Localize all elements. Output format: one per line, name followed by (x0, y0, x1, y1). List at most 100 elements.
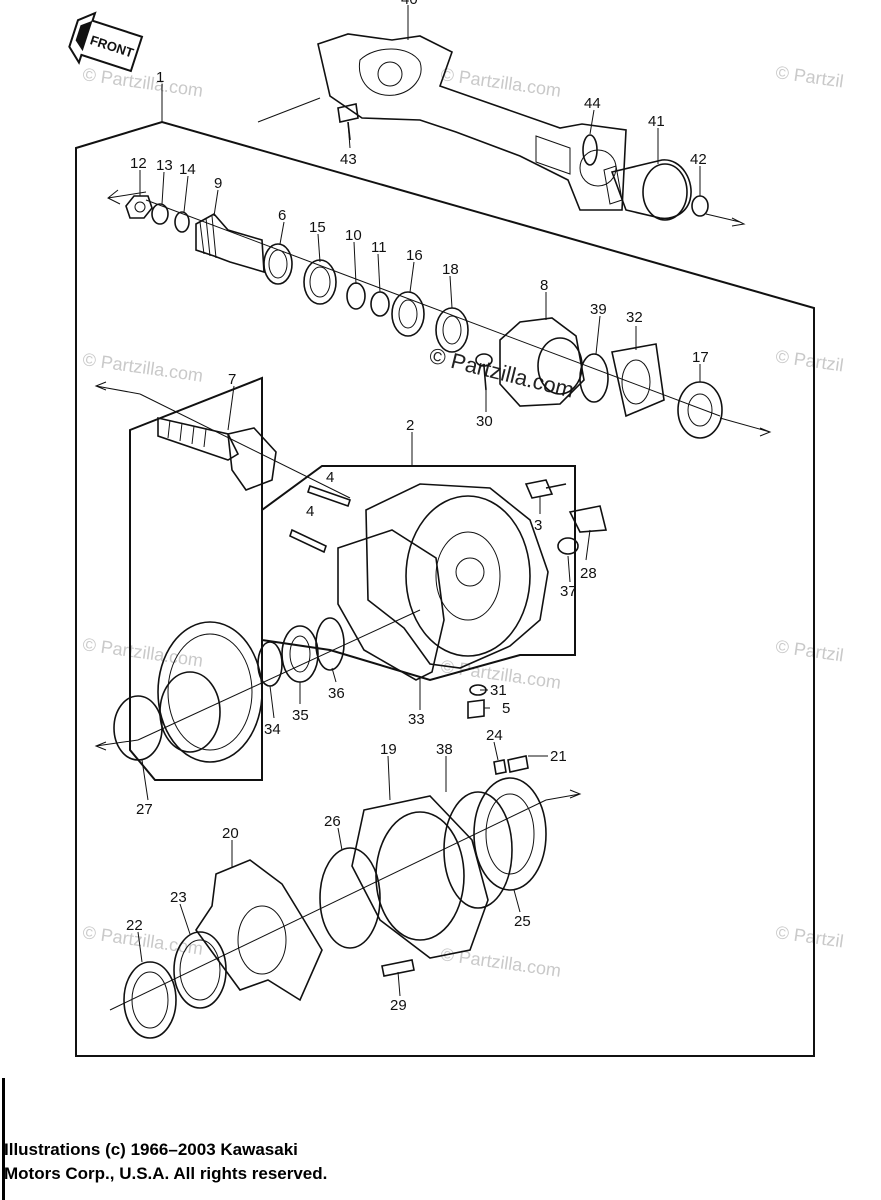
callout-6: 6 (278, 207, 286, 224)
part-25-bearing (473, 777, 547, 891)
watermarks: © Partzilla.com © Partzilla.com © Partzi… (81, 62, 844, 981)
part-4-stud-upper (306, 484, 352, 508)
part-20-damper (195, 859, 323, 1002)
axis-line (145, 199, 721, 417)
callout-34: 34 (264, 721, 281, 738)
callout-22: 22 (126, 917, 143, 934)
callout-32: 32 (626, 309, 643, 326)
callout-12: 12 (130, 155, 147, 172)
callout-15: 15 (309, 219, 326, 236)
callout-31: 31 (490, 682, 507, 699)
part-10-circlip (346, 282, 366, 310)
watermark: © Partzil (774, 636, 844, 665)
axis-arrow (94, 381, 141, 395)
callout-20: 20 (222, 825, 239, 842)
watermark: © Partzilla.com (81, 349, 204, 386)
part-36-seal (315, 617, 345, 671)
front-arrow-icon: FRONT (68, 11, 144, 73)
part-42-clip (691, 195, 709, 217)
callout-33: 33 (408, 711, 425, 728)
callout-25: 25 (514, 913, 531, 930)
part-32-gasket (611, 343, 665, 418)
part-16-bearing (391, 291, 425, 337)
callout-3: 3 (534, 517, 542, 534)
callout-24: 24 (486, 727, 503, 744)
part-29-bolt (381, 959, 415, 977)
part-17-bearing (677, 381, 723, 439)
part-14-washer (174, 211, 190, 233)
watermark: © Partzil (774, 62, 844, 91)
callout-36: 36 (328, 685, 345, 702)
part-15-seal (303, 259, 337, 305)
callout-16: 16 (406, 247, 423, 264)
axis-line (139, 393, 351, 499)
callout-40: 40 (401, 0, 418, 8)
callout-leaders (137, 109, 701, 997)
axis-arrow (545, 789, 582, 801)
watermark: © Partzilla.com (81, 64, 204, 101)
callout-1: 1 (156, 69, 164, 86)
watermark: © Partzil (774, 346, 844, 375)
callout-14: 14 (179, 161, 196, 178)
part-41-boot (603, 159, 692, 221)
part-18-bearing (435, 307, 469, 353)
callout-29: 29 (390, 997, 407, 1014)
callout-38: 38 (436, 741, 453, 758)
part-13-washer (151, 203, 169, 225)
copyright-notice: Illustrations (c) 1966–2003 Kawasaki Mot… (4, 1138, 604, 1186)
callout-21: 21 (550, 748, 567, 765)
part-7-pinion-shaft (157, 416, 277, 491)
axis-arrow (705, 213, 746, 227)
watermark: © Partzilla.com (81, 922, 204, 959)
axis-arrow (94, 739, 139, 751)
part-9-pinion-gear (195, 212, 265, 274)
callout-2: 2 (406, 417, 414, 434)
part-2-final-gear-case (365, 483, 549, 669)
margin-bar (2, 1078, 5, 1200)
callout-28: 28 (580, 565, 597, 582)
part-12-nut (125, 195, 153, 219)
callout-41: 41 (648, 113, 665, 130)
callout-42: 42 (690, 151, 707, 168)
part-19-cover (351, 795, 489, 959)
part-28-breather (568, 505, 608, 533)
part-22-nut (123, 961, 177, 1039)
part-3-bolt (524, 479, 567, 499)
callout-43: 43 (340, 151, 357, 168)
callout-4-lower: 4 (306, 503, 314, 520)
part-37-oring (557, 537, 579, 555)
part-35-bearing (281, 625, 319, 683)
callout-39: 39 (590, 301, 607, 318)
part-5-plug (467, 699, 485, 719)
watermark: © Partzilla.com (439, 944, 562, 981)
part-30-bolt (475, 353, 493, 391)
callout-8: 8 (540, 277, 548, 294)
callout-35: 35 (292, 707, 309, 724)
part-ring-gear (157, 621, 263, 763)
callout-17: 17 (692, 349, 709, 366)
callout-9: 9 (214, 175, 222, 192)
part-24-clip (493, 759, 507, 775)
callout-44: 44 (584, 95, 601, 112)
part-11-ring (370, 291, 390, 317)
assembly-frame (75, 84, 815, 1057)
axis-line (109, 799, 547, 1011)
callout-numbers: 40 1 2 3 4 4 5 6 7 8 9 10 11 12 13 14 15… (126, 0, 709, 1014)
callout-23: 23 (170, 889, 187, 906)
watermark: © Partzil (774, 922, 844, 951)
part-21-bolt (507, 755, 529, 773)
watermark: © Partzilla.com (81, 634, 204, 671)
watermark: © Partzilla.com (439, 64, 562, 101)
part-26-shim (319, 847, 381, 949)
callout-11: 11 (371, 239, 387, 256)
part-4-stud-lower (289, 528, 327, 554)
callout-30: 30 (476, 413, 493, 430)
axis-arrow (719, 417, 772, 437)
callout-10: 10 (345, 227, 362, 244)
callout-4-upper: 4 (326, 469, 334, 486)
part-38-oring (443, 791, 513, 909)
callout-19: 19 (380, 741, 397, 758)
callout-5: 5 (502, 700, 510, 717)
callout-18: 18 (442, 261, 459, 278)
